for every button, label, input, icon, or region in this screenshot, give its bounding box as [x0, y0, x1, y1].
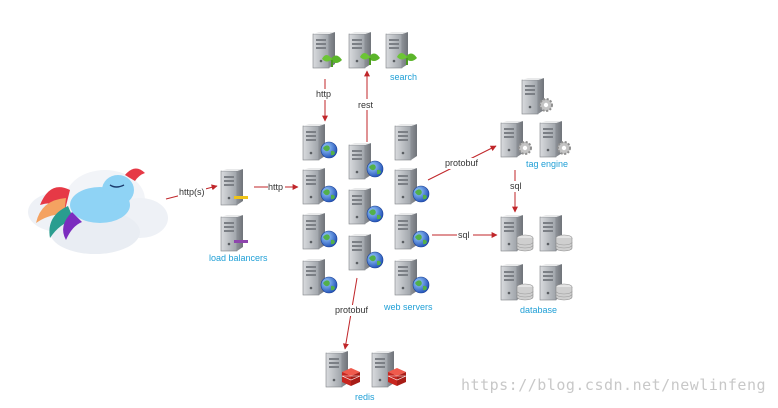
edge-label-rest: rest — [358, 100, 374, 110]
web-servers-label: web servers — [383, 302, 433, 312]
search-servers — [312, 31, 417, 69]
client-cloud-pony-icon — [28, 168, 168, 254]
load-balancers-label: load balancers — [209, 253, 268, 263]
search-label: search — [390, 72, 417, 82]
redis-label: redis — [355, 392, 375, 402]
web-servers — [302, 123, 430, 296]
edge-label-http-lb: http — [268, 182, 283, 192]
redis-servers — [325, 350, 407, 388]
tag-engine-label: tag engine — [526, 159, 568, 169]
edge-label-http-search: http — [316, 89, 331, 99]
database-label: database — [520, 305, 557, 315]
tag-engine-servers — [500, 77, 571, 158]
load-balancer-servers — [220, 168, 248, 252]
edge-label-sql-db: sql — [458, 230, 470, 240]
database-servers — [500, 214, 573, 301]
edge-label-https: http(s) — [179, 187, 205, 197]
edge-label-protobuf-redis: protobuf — [335, 305, 369, 315]
watermark-text: https://blog.csdn.net/newlinfeng — [461, 376, 766, 394]
edge-label-sql-tag: sql — [510, 181, 522, 191]
edge-label-protobuf-tag: protobuf — [445, 158, 479, 168]
